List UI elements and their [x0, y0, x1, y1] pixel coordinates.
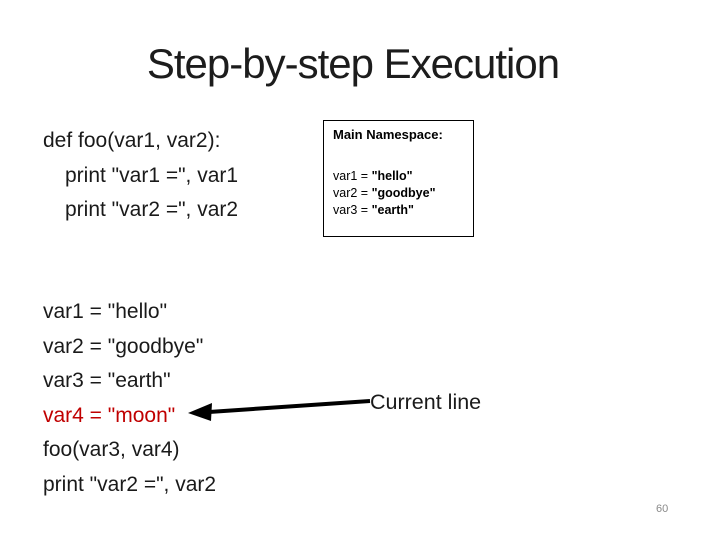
slide-title: Step-by-step Execution	[146, 40, 560, 87]
current-line-arrow	[188, 399, 371, 421]
variable-name: var3 =	[333, 203, 372, 217]
variable-name: var2 =	[333, 186, 372, 200]
variable-value: "goodbye"	[371, 186, 436, 200]
code-line: var2 = "goodbye"	[43, 334, 204, 358]
code-line: print "var2 =", var2	[43, 472, 217, 496]
variable-value: "hello"	[371, 169, 413, 183]
function-definition-code: def foo(var1, var2): print "var1 =", var…	[43, 124, 238, 228]
variable-name: var1 =	[333, 169, 372, 183]
code-line: print "var2 =", var2	[65, 198, 239, 222]
namespace-entries: var1 = "hello" var2 = "goodbye" var3 = "…	[333, 168, 464, 219]
code-line: var1 = "hello"	[43, 300, 168, 323]
page-number: 60	[656, 503, 669, 515]
code-line: foo(var3, var4)	[43, 438, 180, 462]
code-line: var3 = "earth"	[43, 369, 171, 393]
namespace-entry: var2 = "goodbye"	[333, 185, 464, 202]
code-line-current: var4 = "moon"	[43, 403, 176, 427]
code-line: print "var1 =", var1	[65, 163, 239, 187]
main-program-code: var1 = "hello" var2 = "goodbye" var3 = "…	[43, 295, 216, 503]
main-namespace-box: Main Namespace: var1 = "hello" var2 = "g…	[323, 120, 474, 237]
code-line: def foo(var1, var2):	[43, 129, 221, 152]
namespace-entry: var3 = "earth"	[333, 202, 464, 219]
namespace-box-title: Main Namespace:	[333, 127, 443, 142]
variable-value: "earth"	[371, 203, 414, 217]
namespace-entry: var1 = "hello"	[333, 168, 464, 185]
current-line-label: Current line	[370, 390, 482, 414]
